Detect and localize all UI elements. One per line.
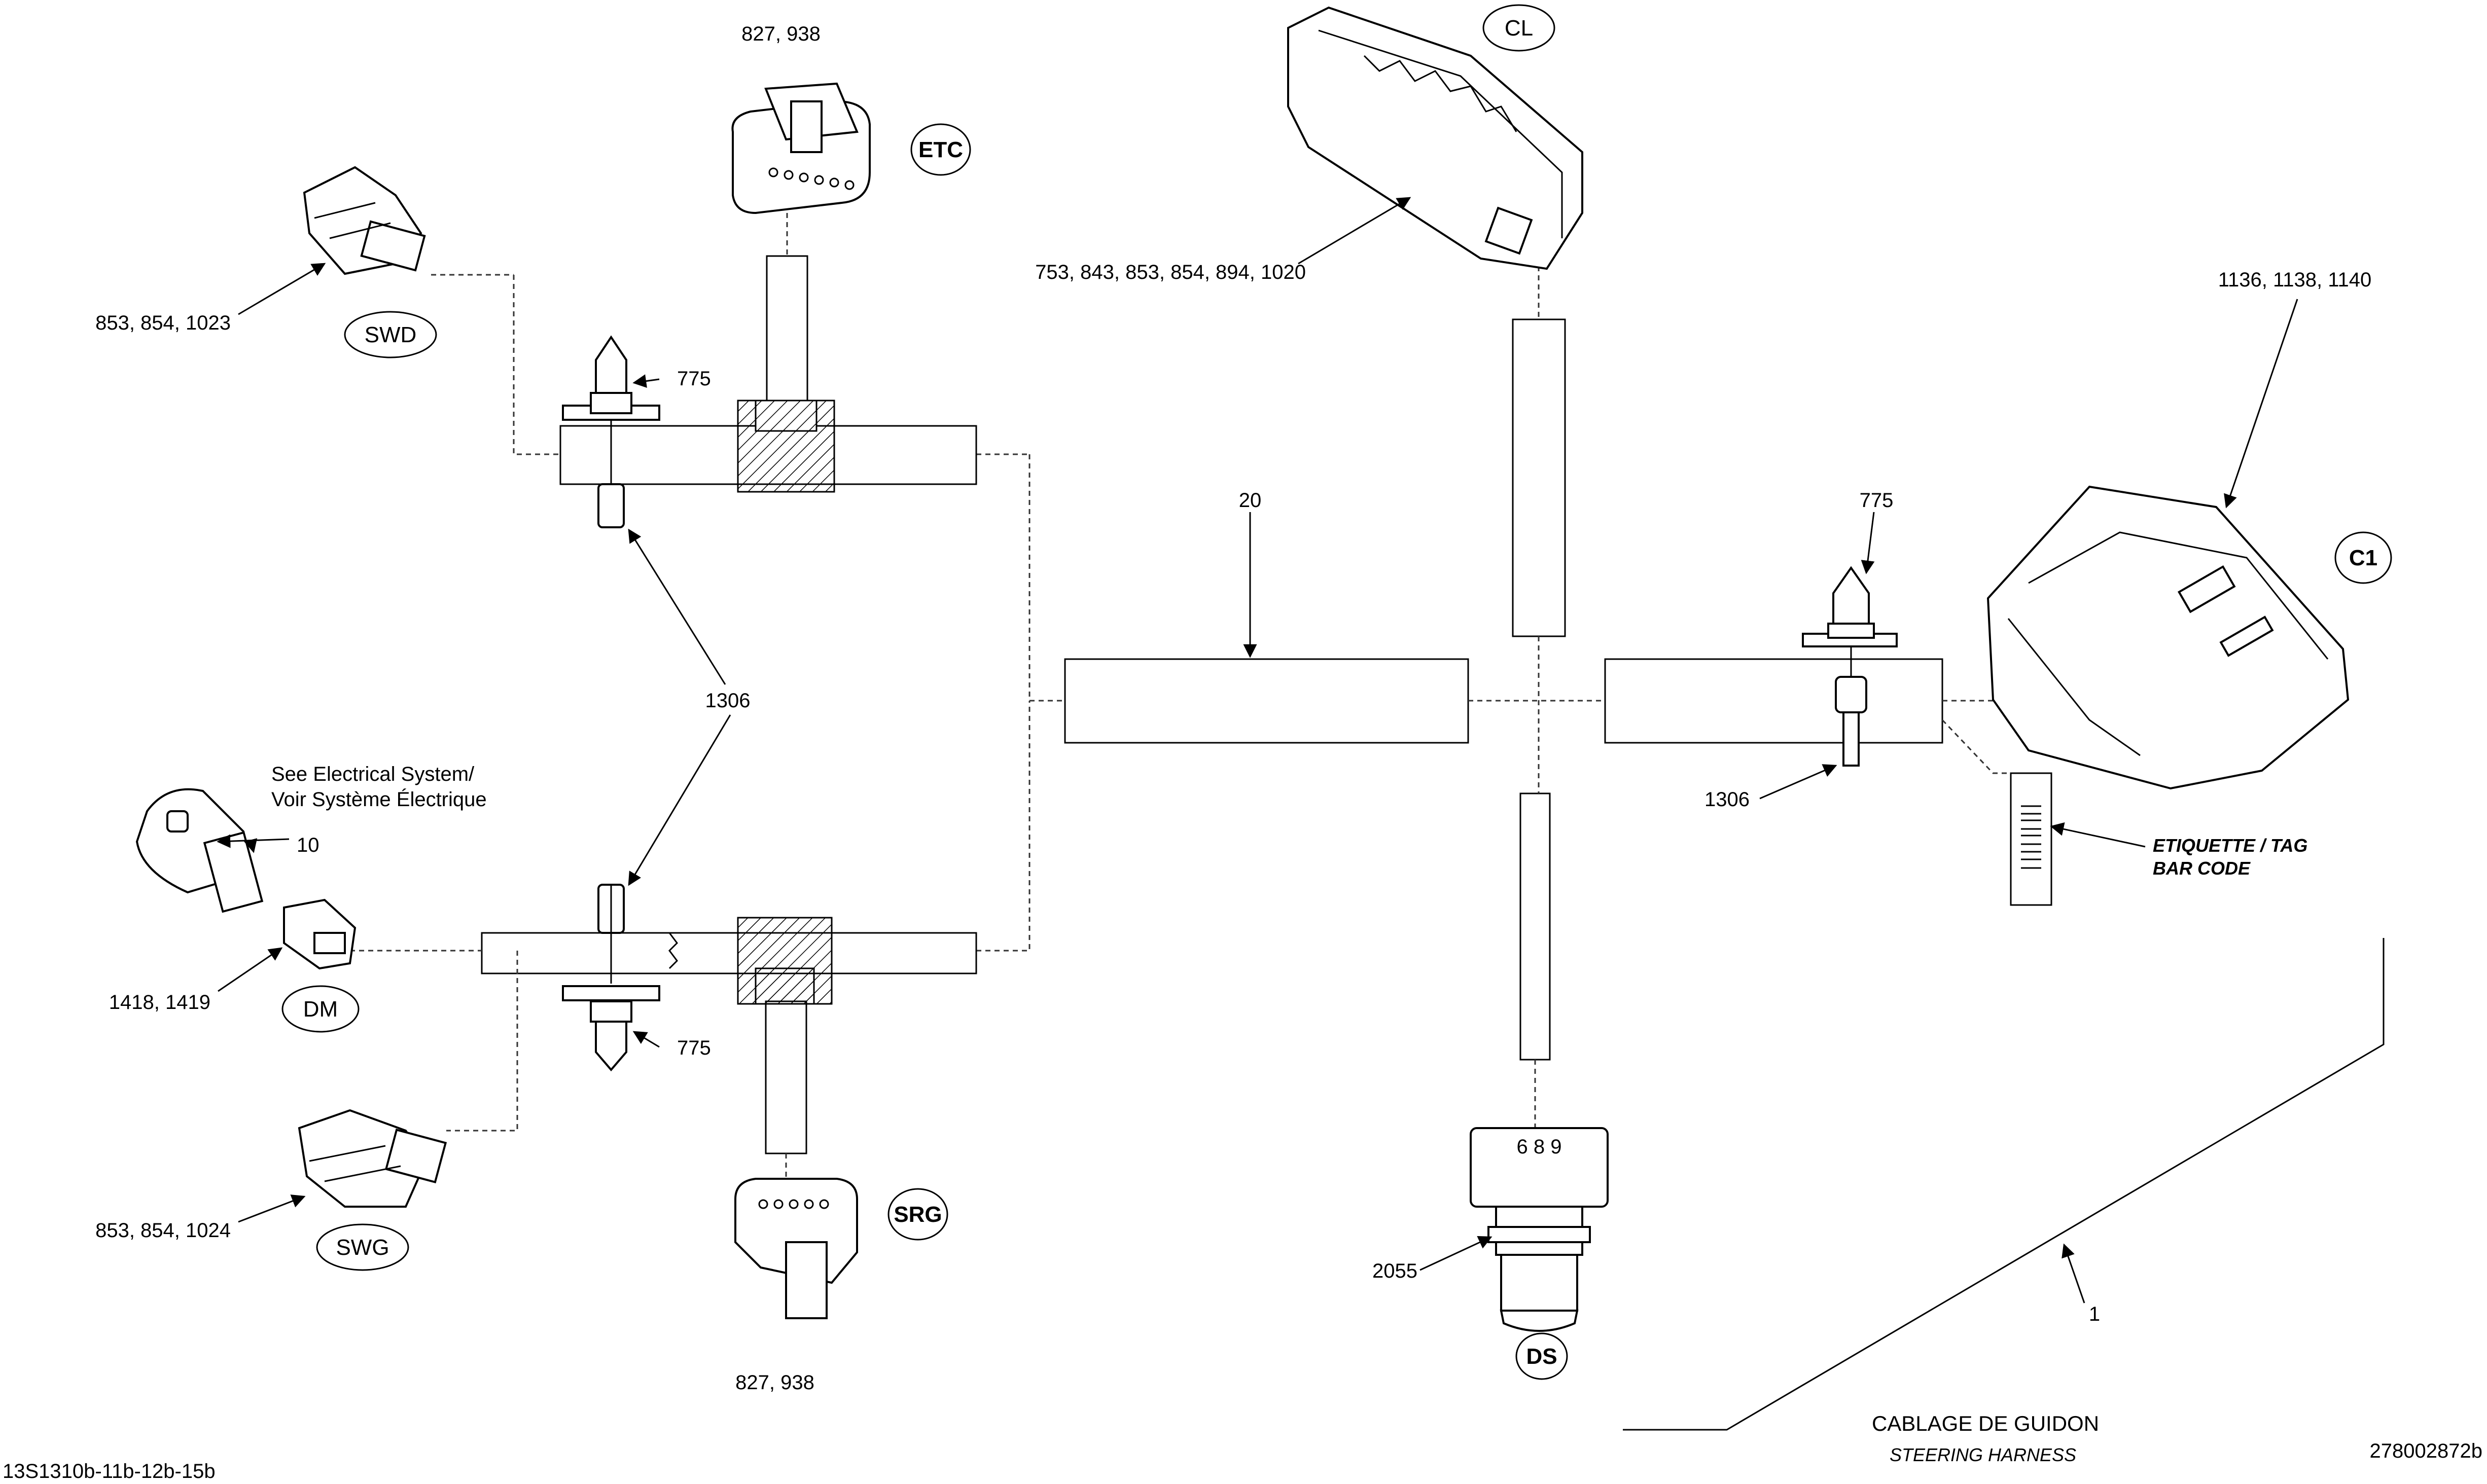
diagram-title: CABLAGE DE GUIDON: [1872, 1411, 2099, 1435]
label-ds-part: 2055: [1372, 1260, 1417, 1282]
label-clip-bottom-left: 775: [677, 1037, 711, 1059]
connector-cl: [1287, 6, 1583, 270]
label-clip-right: 775: [1860, 489, 1894, 512]
label-harness-main: 1: [2089, 1303, 2100, 1325]
label-tie-right: 1306: [1704, 788, 1750, 811]
connector-c1: [1986, 485, 2350, 790]
clip-right: [1802, 566, 1898, 767]
leader-lines: [217, 197, 2385, 1431]
tag-c1-text: C1: [2349, 546, 2377, 570]
label-cl-parts: 753, 843, 853, 854, 894, 1020: [1035, 261, 1306, 283]
tag-srg-text: SRG: [894, 1202, 942, 1227]
harness-branch-lower-left: [350, 917, 977, 1181]
drawing-code-left: 13S1310b-11b-12b-15b: [3, 1460, 216, 1482]
label-tie-left: 1306: [705, 690, 751, 712]
connector-swg: [298, 1109, 447, 1208]
tag-etc-text: ETC: [918, 137, 963, 162]
tag-swd-text: SWD: [365, 322, 417, 347]
tag-swg-text: SWG: [336, 1235, 389, 1260]
label-barcode-1: ETIQUETTE / TAG: [2153, 835, 2307, 856]
tag-swd: SWD: [344, 311, 437, 358]
connector-srg: [734, 1178, 858, 1319]
clip-upper-left: [562, 335, 660, 528]
harness-branch-upper-left: [431, 213, 977, 493]
diagram-subtitle: STEERING HARNESS: [1890, 1444, 2076, 1465]
tag-c1: C1: [2334, 531, 2392, 584]
connector-swd: [303, 166, 426, 275]
label-see-note-1: See Electrical System/: [271, 763, 475, 785]
connector-ds: [1470, 1127, 1609, 1332]
label-srg-parts: 827, 938: [735, 1371, 814, 1394]
harness-trunk: [976, 266, 2064, 1128]
barcode-label: [2010, 772, 2052, 906]
clip-lower-left: [562, 884, 660, 1072]
label-swg-parts: 853, 854, 1024: [95, 1219, 231, 1242]
tag-srg: SRG: [887, 1188, 948, 1241]
drawing-code-right: 278002872b: [2370, 1440, 2482, 1462]
connector-etc: [731, 82, 871, 214]
connector-dm: [283, 898, 357, 970]
label-clip-top-left: 775: [677, 368, 711, 390]
tag-swg: SWG: [316, 1223, 409, 1271]
label-harness: 20: [1239, 489, 1262, 512]
tag-ds-text: DS: [1526, 1344, 1557, 1369]
tag-ds: DS: [1515, 1332, 1568, 1380]
tag-dm-text: DM: [303, 997, 338, 1022]
label-dm-parts: 1418, 1419: [109, 991, 210, 1014]
label-c1-parts: 1136, 1138, 1140: [2218, 269, 2372, 291]
label-swd-parts: 853, 854, 1023: [95, 312, 231, 334]
tag-cl: CL: [1482, 4, 1555, 52]
label-ds-code: 6 8 9: [1517, 1136, 1562, 1158]
label-see-note-2: Voir Système Électrique: [271, 788, 487, 811]
tag-dm: DM: [281, 985, 360, 1033]
sensor-dm: [135, 788, 264, 913]
tag-cl-text: CL: [1505, 16, 1533, 41]
label-barcode-2: BAR CODE: [2153, 858, 2251, 879]
label-sensor-part: 10: [297, 834, 319, 856]
label-etc-parts: 827, 938: [741, 23, 821, 45]
tag-etc: ETC: [910, 123, 971, 176]
